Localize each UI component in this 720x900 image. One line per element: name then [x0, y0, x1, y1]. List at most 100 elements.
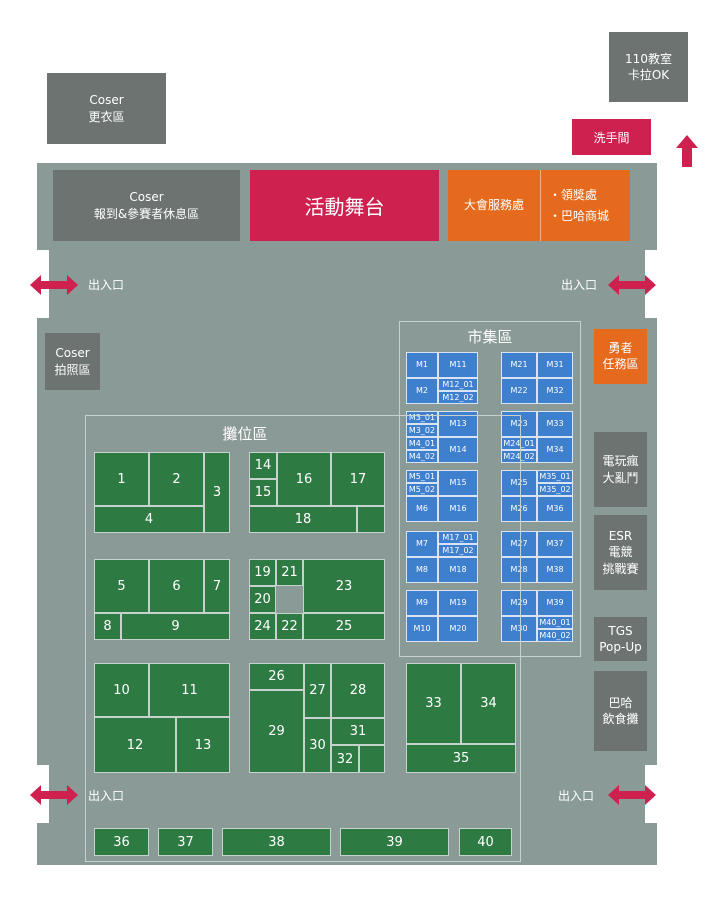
market-stall-m35-01[interactable]: M35_01 [537, 470, 573, 483]
booth-20[interactable]: 20 [249, 586, 276, 613]
market-stall-m3-01[interactable]: M3_01 [406, 411, 438, 424]
market-stall-m27[interactable]: M27 [501, 531, 537, 557]
booth-30[interactable]: 30 [304, 718, 331, 773]
booth-3[interactable]: 3 [204, 452, 230, 533]
booth-18[interactable]: 18 [249, 506, 357, 533]
market-stall-m25[interactable]: M25 [501, 470, 537, 496]
booth-7[interactable]: 7 [204, 559, 230, 613]
market-stall-m24-01[interactable]: M24_01 [501, 437, 537, 450]
booth-16[interactable]: 16 [277, 452, 331, 506]
market-stall-m8[interactable]: M8 [406, 557, 438, 583]
market-stall-m19[interactable]: M19 [438, 590, 478, 616]
market-stall-m12-02[interactable]: M12_02 [438, 391, 478, 404]
market-stall-m28[interactable]: M28 [501, 557, 537, 583]
market-stall-m7[interactable]: M7 [406, 531, 438, 557]
event-stage[interactable]: 活動舞台 [250, 170, 439, 241]
restroom[interactable]: 洗手間 [572, 119, 651, 155]
booth-22[interactable]: 22 [276, 613, 303, 640]
market-stall-m33[interactable]: M33 [537, 411, 573, 437]
market-stall-m3-02[interactable]: M3_02 [406, 424, 438, 437]
booth-9[interactable]: 9 [121, 613, 230, 640]
market-stall-m21[interactable]: M21 [501, 352, 537, 378]
booth-11[interactable]: 11 [149, 663, 230, 717]
booth-36[interactable]: 36 [94, 828, 149, 856]
booth-27[interactable]: 27 [304, 663, 331, 718]
market-stall-m10[interactable]: M10 [406, 616, 438, 642]
booth-37[interactable]: 37 [158, 828, 213, 856]
booth-15[interactable]: 15 [249, 479, 277, 506]
market-stall-m5-02[interactable]: M5_02 [406, 483, 438, 496]
market-stall-m2[interactable]: M2 [406, 378, 438, 404]
booth-29[interactable]: 29 [249, 690, 304, 773]
booth-38[interactable]: 38 [222, 828, 331, 856]
market-stall-m4-02[interactable]: M4_02 [406, 450, 438, 463]
market-stall-m39[interactable]: M39 [537, 590, 573, 616]
booth-2[interactable]: 2 [149, 452, 204, 506]
entrance-top-right[interactable]: 出入口 [561, 278, 598, 292]
booth-12[interactable]: 12 [94, 717, 176, 773]
market-stall-m15[interactable]: M15 [438, 470, 478, 496]
market-stall-m18[interactable]: M18 [438, 557, 478, 583]
booth-6[interactable]: 6 [149, 559, 204, 613]
booth-33[interactable]: 33 [406, 663, 461, 744]
market-stall-m24-02[interactable]: M24_02 [501, 450, 537, 463]
booth-13[interactable]: 13 [176, 717, 230, 773]
booth-4[interactable]: 4 [94, 506, 204, 533]
market-stall-m35-02[interactable]: M35_02 [537, 483, 573, 496]
market-stall-m38[interactable]: M38 [537, 557, 573, 583]
booth-28[interactable]: 28 [331, 663, 385, 718]
booth-14[interactable]: 14 [249, 452, 277, 479]
market-stall-m17-01[interactable]: M17_01 [438, 531, 478, 544]
booth-10[interactable]: 10 [94, 663, 149, 717]
market-stall-m5-01[interactable]: M5_01 [406, 470, 438, 483]
market-stall-m36[interactable]: M36 [537, 496, 573, 522]
booth-39[interactable]: 39 [340, 828, 449, 856]
market-stall-m9[interactable]: M9 [406, 590, 438, 616]
booth-31[interactable]: 31 [331, 718, 385, 745]
booth-26[interactable]: 26 [249, 663, 304, 690]
market-stall-m1[interactable]: M1 [406, 352, 438, 378]
market-stall-m37[interactable]: M37 [537, 531, 573, 557]
booth-21[interactable]: 21 [276, 559, 303, 586]
booth-25[interactable]: 25 [303, 613, 385, 640]
market-stall-m40-02[interactable]: M40_02 [537, 629, 573, 642]
market-stall-m40-01[interactable]: M40_01 [537, 616, 573, 629]
booth-40[interactable]: 40 [459, 828, 512, 856]
booth-5[interactable]: 5 [94, 559, 149, 613]
booth-32[interactable]: 32 [331, 745, 359, 773]
booth-35[interactable]: 35 [406, 744, 516, 773]
food-stalls[interactable]: 巴哈飲食攤 [594, 671, 647, 751]
market-stall-m6[interactable]: M6 [406, 496, 438, 522]
arcade-brawl[interactable]: 電玩瘋大亂鬥 [594, 432, 647, 507]
quest-area[interactable]: 勇者任務區 [594, 329, 647, 384]
market-stall-m12-01[interactable]: M12_01 [438, 378, 478, 391]
entrance-bottom-left[interactable]: 出入口 [88, 789, 125, 803]
market-stall-m22[interactable]: M22 [501, 378, 537, 404]
market-stall-m14[interactable]: M14 [438, 437, 478, 463]
booth-1[interactable]: 1 [94, 452, 149, 506]
market-stall-m4-01[interactable]: M4_01 [406, 437, 438, 450]
booth-23[interactable]: 23 [303, 559, 385, 613]
booth-17[interactable]: 17 [331, 452, 385, 506]
entrance-bottom-right[interactable]: 出入口 [558, 789, 595, 803]
market-stall-m29[interactable]: M29 [501, 590, 537, 616]
market-stall-m17-02[interactable]: M17_02 [438, 544, 478, 557]
market-stall-m26[interactable]: M26 [501, 496, 537, 522]
market-stall-m32[interactable]: M32 [537, 378, 573, 404]
booth-19[interactable]: 19 [249, 559, 276, 586]
market-stall-m20[interactable]: M20 [438, 616, 478, 642]
market-stall-m16[interactable]: M16 [438, 496, 478, 522]
classroom-karaoke[interactable]: 110教室卡拉OK [609, 32, 688, 102]
booth-34[interactable]: 34 [461, 663, 516, 744]
market-stall-m11[interactable]: M11 [438, 352, 478, 378]
market-stall-m30[interactable]: M30 [501, 616, 537, 642]
booth-24[interactable]: 24 [249, 613, 276, 640]
booth-8[interactable]: 8 [94, 613, 121, 640]
entrance-top-left[interactable]: 出入口 [88, 278, 125, 292]
market-stall-m34[interactable]: M34 [537, 437, 573, 463]
service-desk[interactable]: 大會服務處 ・領獎處 ・巴哈商城 [448, 170, 630, 241]
